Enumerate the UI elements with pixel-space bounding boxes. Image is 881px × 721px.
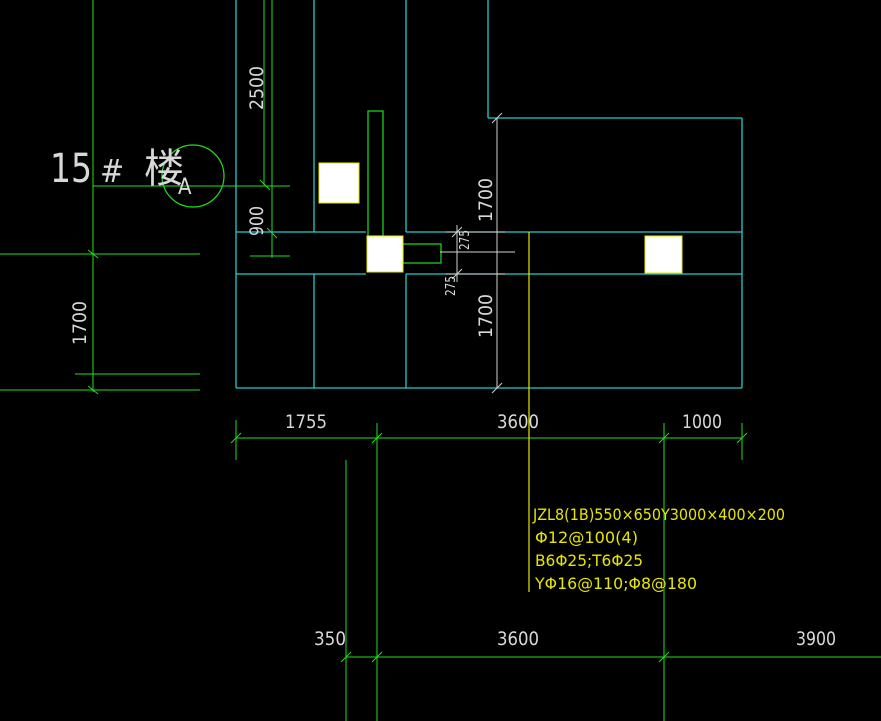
dim-vertical-1700-left: 1700	[69, 301, 91, 345]
dim-horizontal-1000: 1000	[682, 411, 722, 433]
wall-outlines	[235, 0, 743, 389]
dim-horizontal-350: 350	[314, 628, 346, 650]
column-upper-left[interactable]	[318, 162, 360, 204]
building-label: 15 # 楼 A	[50, 146, 192, 200]
beam-annotation-line1: JZL8(1B)550×650Y3000×400×200	[532, 505, 785, 524]
column-right[interactable]	[644, 235, 683, 274]
dim-vertical-275-lower: 275	[444, 276, 459, 296]
beam-annotation-line4: YΦ16@110;Φ8@180	[534, 574, 697, 593]
beam-annotation-line2: Φ12@100(4)	[535, 528, 638, 547]
dim-horizontal-3900: 3900	[796, 628, 836, 650]
dim-vertical-1700-upper: 1700	[475, 178, 497, 222]
dim-horizontal-1755: 1755	[285, 411, 327, 433]
dim-horizontal-3600-top: 3600	[497, 411, 539, 433]
building-number: 15	[50, 146, 92, 192]
axis-bubble	[161, 144, 225, 208]
dim-vertical-1700-lower: 1700	[475, 294, 497, 338]
dim-vertical-2500: 2500	[246, 66, 268, 110]
axis-bubble-label: A	[178, 175, 192, 200]
beam-annotation-line3: B6Φ25;T6Φ25	[535, 551, 643, 570]
dim-vertical-275-upper: 275	[458, 230, 473, 250]
column-middle[interactable]	[366, 235, 404, 273]
dimension-texts: 2500 900 1700 1700 1700 275 275 1755 360…	[69, 66, 836, 650]
building-char: 楼	[144, 146, 184, 192]
dimension-lines	[440, 112, 515, 394]
beam-annotation[interactable]: JZL8(1B)550×650Y3000×400×200 Φ12@100(4) …	[532, 505, 785, 593]
dim-vertical-900: 900	[246, 206, 268, 236]
building-hash: #	[100, 152, 124, 190]
dim-horizontal-3600-bottom: 3600	[497, 628, 539, 650]
